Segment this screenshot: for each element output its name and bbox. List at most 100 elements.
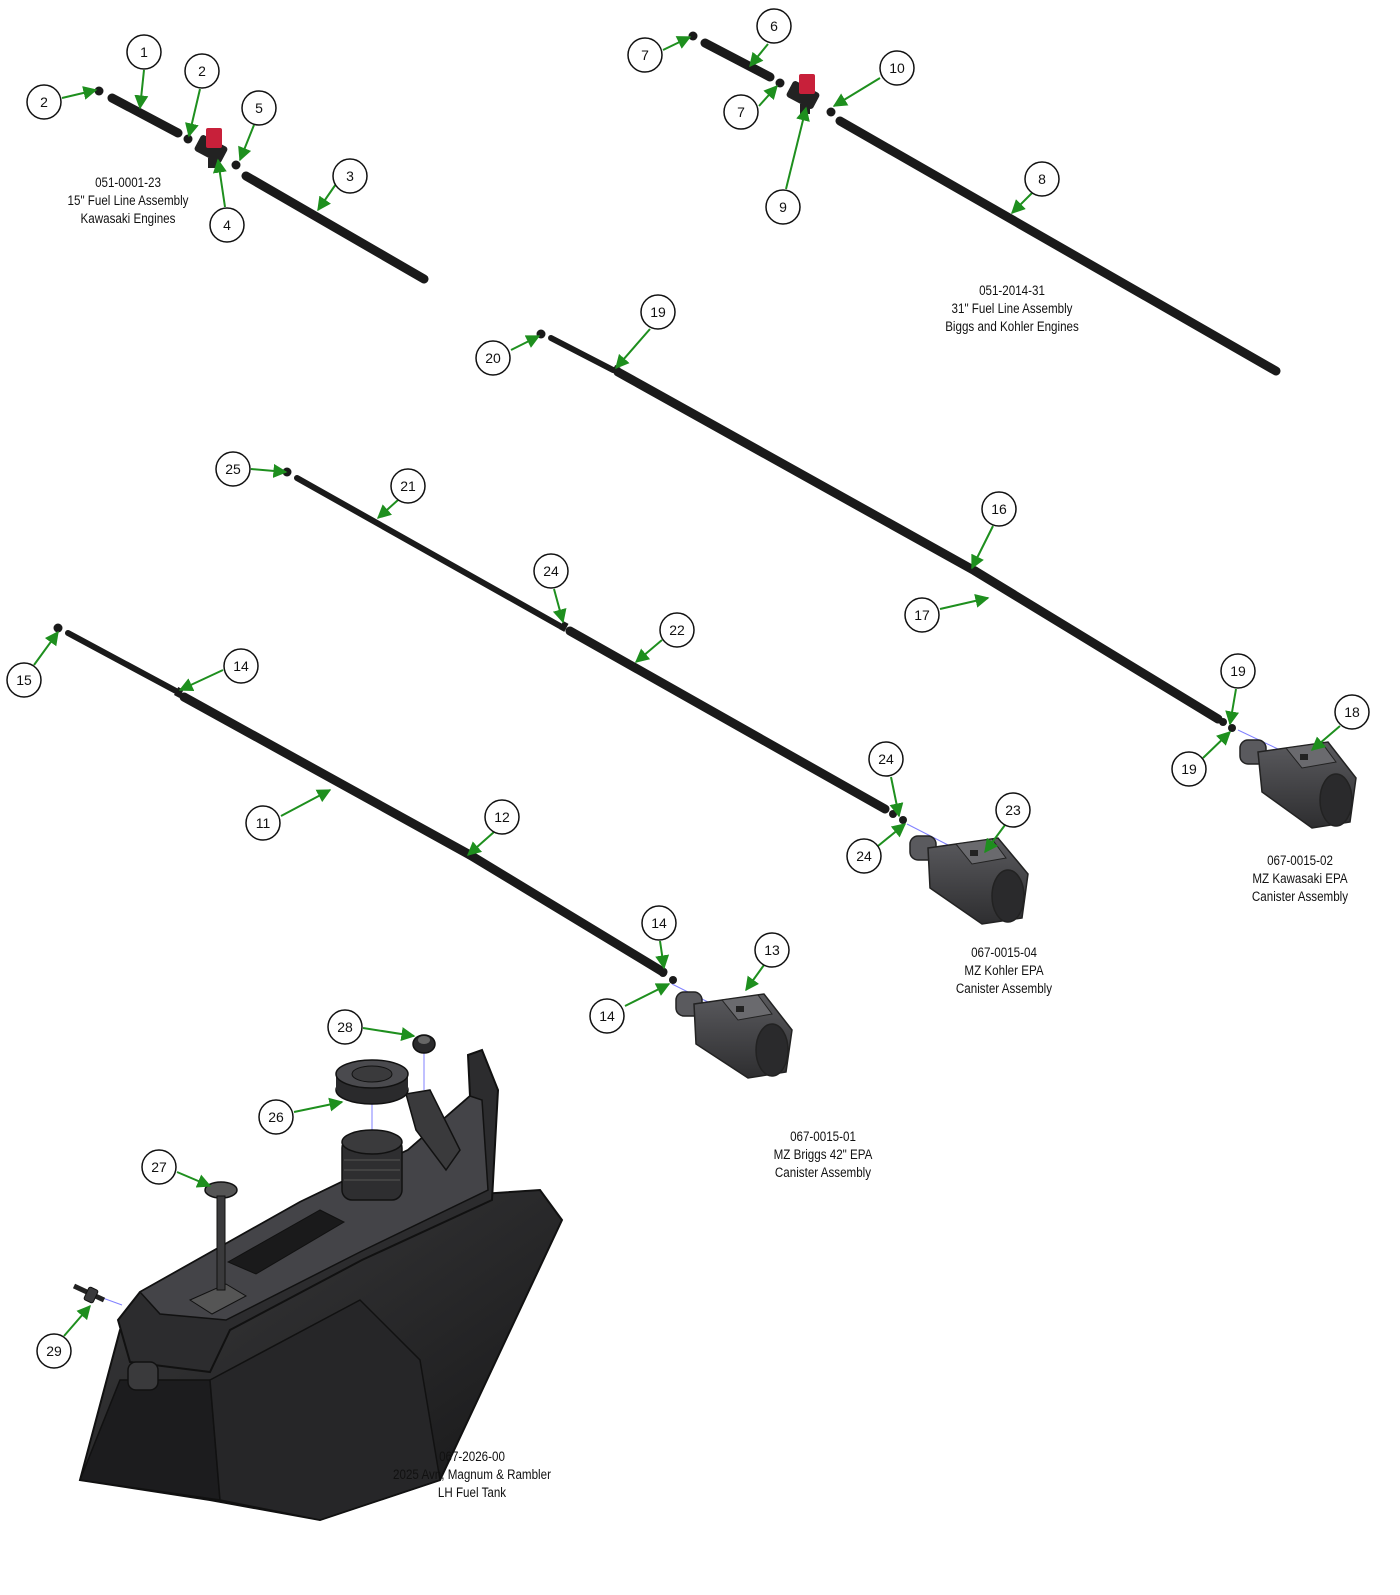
callout-circle [904,597,940,633]
callout-circle [36,1333,72,1369]
callout-number: 24 [878,751,894,767]
callout-c20: 20 [475,335,541,376]
callout-c22: 22 [634,612,695,663]
callout-circle [209,207,245,243]
callout-number: 14 [651,915,667,931]
leader-line [889,776,904,818]
callout-circle [26,84,62,120]
callout-circle [141,1149,177,1185]
callout-c3: 3 [317,158,368,212]
leader-line [250,463,288,478]
callout-circle [390,468,426,504]
assembly-label-kohler-canister: 067-0015-04 MZ Kohler EPA Canister Assem… [901,944,1107,998]
callout-circle [327,1009,363,1045]
callout-circle [1334,694,1370,730]
assembly-description: 15" Fuel Line Assembly [67,193,189,208]
callout-c14a: 14 [178,648,259,692]
leader-line [178,669,224,692]
assembly-part-number: 067-0015-02 [1267,853,1333,868]
callout-circle [215,451,251,487]
leader-line [662,36,692,51]
valve-part-9 [786,74,820,114]
leader-line [758,84,778,107]
leader-line [63,1304,91,1337]
valve-part-4 [194,128,228,168]
assembly-description: MZ Kohler EPA [964,963,1044,978]
callout-circle [245,805,281,841]
hose-part-6 [700,38,775,82]
hose-part-17 [970,566,1223,724]
assembly-application: Canister Assembly [1251,889,1349,904]
callout-circle [589,998,625,1034]
callout-number: 24 [856,848,872,864]
callout-c29: 29 [36,1304,91,1369]
callout-number: 3 [346,168,354,184]
callout-c2b: 2 [184,53,220,138]
fitting-part-19-c [1228,724,1236,732]
callout-c19b: 19 [1220,653,1256,726]
callout-c27: 27 [141,1149,212,1188]
leader-line [1310,725,1341,751]
leader-line [939,593,990,610]
callout-number: 1 [140,44,148,60]
callout-number: 27 [151,1159,167,1175]
leader-line [552,588,567,624]
fitting-part-24-a [559,621,569,632]
assembly-part-number: 067-2026-00 [439,1449,505,1464]
leader-line [134,69,149,110]
hose-part-21 [294,475,563,629]
callout-circle [641,905,677,941]
callout-number: 6 [770,18,778,34]
callout-circle [846,838,882,874]
assembly-label-kawasaki-canister: 067-0015-02 MZ Kawasaki EPA Canister Ass… [1197,852,1400,906]
callout-circle [627,37,663,73]
assembly-label-fuel-tank: 067-2026-00 2025 Avn, Magnum & Rambler L… [369,1448,575,1502]
callout-number: 2 [198,63,206,79]
assembly-application: Kawasaki Engines [80,211,176,226]
hose-part-11 [179,692,475,860]
leader-line [362,1027,416,1041]
callout-c21: 21 [376,468,426,519]
callout-number: 10 [889,60,905,76]
assembly-label-fuel-line-15: 051-0001-23 15" Fuel Line Assembly Kawas… [25,174,231,228]
leader-line [33,630,59,666]
callout-c24b: 24 [868,741,904,818]
callout-circle [868,741,904,777]
callout-circle [756,8,792,44]
canister-part-23 [909,835,1029,925]
callout-circle [241,90,277,126]
callout-number: 26 [268,1109,284,1125]
callout-c2a: 2 [26,84,98,120]
callout-c1: 1 [126,34,162,110]
callout-c23: 23 [984,792,1031,854]
assembly-description: MZ Kawasaki EPA [1252,871,1348,886]
fitting-part-19-b [1219,718,1227,726]
callout-c11: 11 [245,789,332,841]
assembly-label-briggs-canister: 067-0015-01 MZ Briggs 42" EPA Canister A… [720,1128,926,1182]
assembly-application: Biggs and Kohler Engines [945,319,1079,334]
callout-c14b: 14 [641,905,677,970]
leader-line [877,823,907,847]
fuel-cap-part-26 [335,1059,409,1105]
callout-c15: 15 [6,630,59,698]
fuel-sender-part-27 [204,1181,238,1291]
callout-circle [879,50,915,86]
leader-line [1225,688,1240,726]
hose-part-15-line [65,630,179,694]
callout-circle [332,158,368,194]
callout-circle [258,1099,294,1135]
leader-line [185,88,201,138]
callout-circle [1220,653,1256,689]
callout-number: 16 [991,501,1007,517]
callout-c17: 17 [904,593,990,633]
callout-c6: 6 [749,8,792,68]
hose-part-16 [613,367,980,576]
callout-number: 9 [779,199,787,215]
callout-c4: 4 [209,158,245,243]
callout-number: 28 [337,1019,353,1035]
leader-line [176,1171,212,1188]
leader-line [749,43,769,68]
assembly-description: MZ Briggs 42" EPA [773,1147,873,1162]
fitting-part-24-b [889,810,897,818]
